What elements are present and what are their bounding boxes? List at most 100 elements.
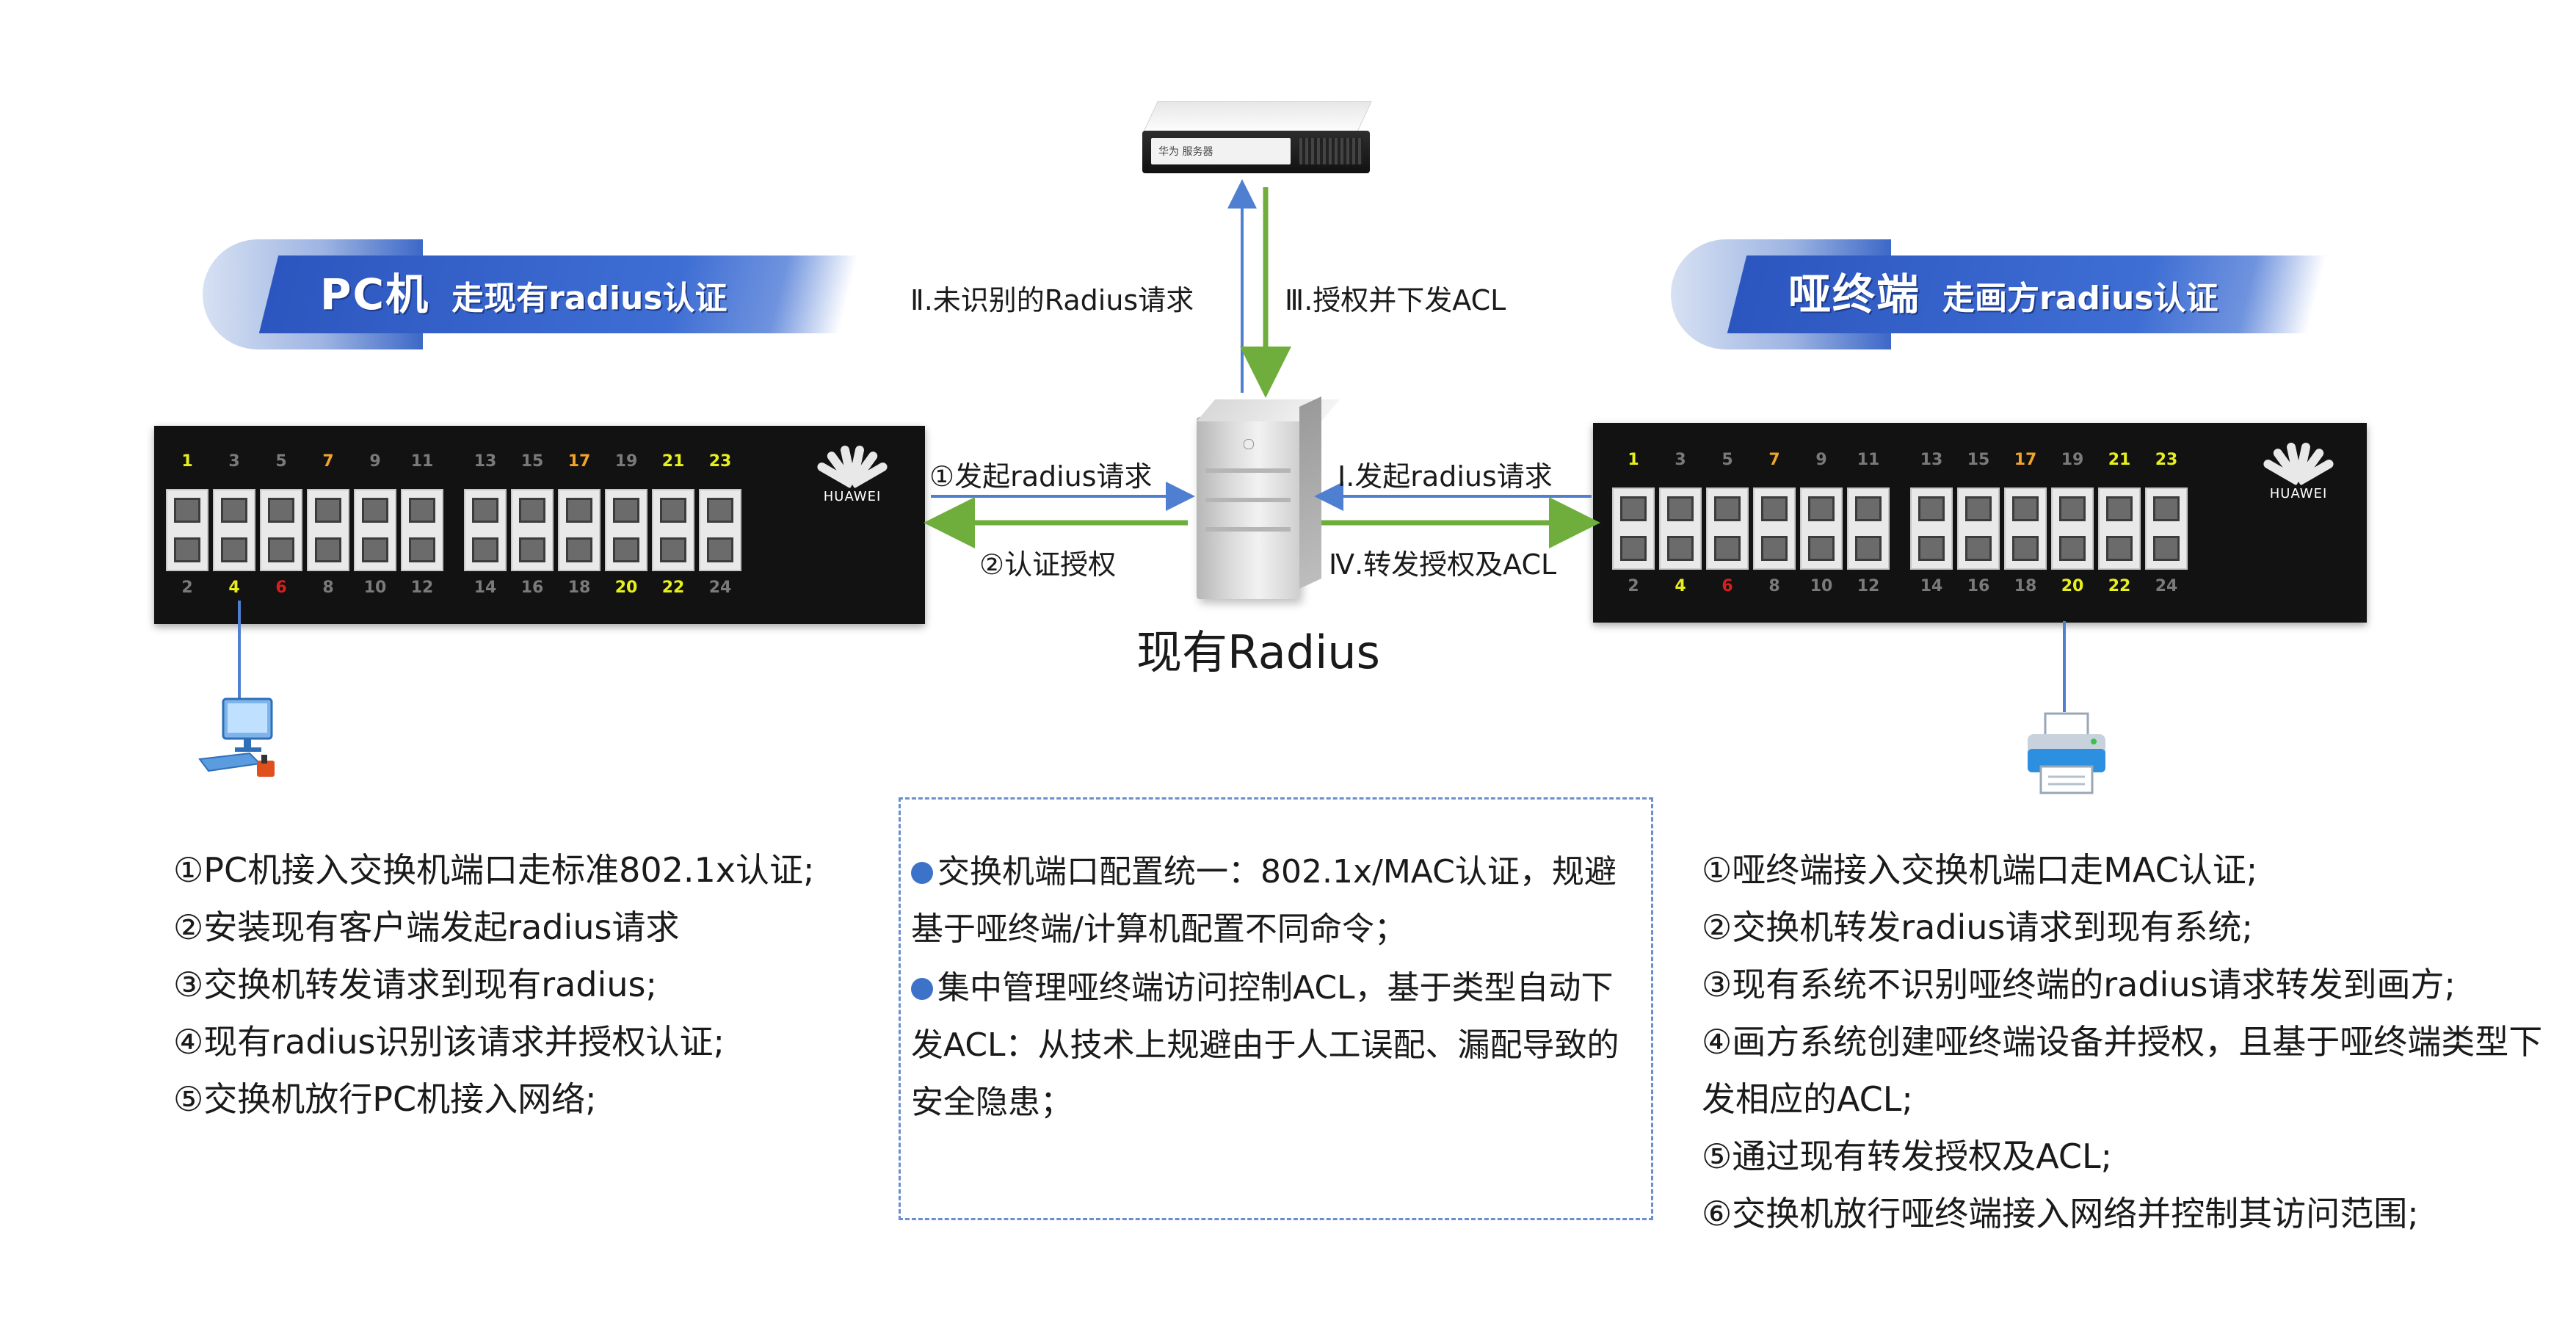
port-number: 21	[661, 452, 685, 471]
summary-point-2-text: 集中管理哑终端访问控制ACL，基于类型自动下发ACL：从技术上规避由于人工误配、…	[911, 969, 1619, 1121]
port-number: 2	[1628, 577, 1639, 595]
port-number: 5	[1721, 451, 1733, 469]
summary-box: 交换机端口配置统一：802.1x/MAC认证，规避基于哑终端/计算机配置不同命令…	[899, 797, 1653, 1220]
port-number: 20	[614, 579, 638, 597]
port-number: 7	[1768, 451, 1780, 469]
ethernet-port	[1847, 487, 1890, 570]
huawei-logo-icon: HUAWEI	[812, 442, 893, 504]
port-number: 15	[1967, 451, 1990, 469]
list-item: ④画方系统创建哑终端设备并授权，且基于哑终端类型下发相应的ACL;	[1702, 1022, 2543, 1119]
ethernet-port	[307, 489, 349, 571]
huawei-logo-label: HUAWEI	[823, 489, 882, 504]
port-row	[1612, 487, 2192, 570]
port-number: 24	[708, 579, 732, 597]
ethernet-port	[2051, 487, 2094, 570]
label-left-auth: ②认证授权	[979, 548, 1117, 581]
port-number: 9	[1815, 451, 1827, 469]
port-number: 17	[567, 452, 591, 471]
port-number: 24	[2155, 577, 2178, 595]
port-number: 1	[1628, 451, 1639, 469]
dumb-terminal-banner-title: 哑终端	[1788, 269, 1921, 319]
port-number: 1	[181, 452, 193, 471]
port-number: 20	[2061, 577, 2084, 595]
huawei-logo-label: HUAWEI	[2269, 486, 2328, 501]
dumb-terminal-banner: 哑终端走画方radius认证	[1671, 239, 2327, 349]
port-number: 10	[363, 579, 387, 597]
ethernet-port	[1957, 487, 2000, 570]
label-right-forward: Ⅳ.转发授权及ACL	[1329, 548, 1557, 581]
list-item: ①PC机接入交换机端口走标准802.1x认证;	[173, 850, 815, 890]
huawei-logo-icon: HUAWEI	[2258, 439, 2339, 501]
rack-server-vent	[1299, 138, 1363, 164]
port-number: 19	[614, 452, 638, 471]
port-number: 22	[2108, 577, 2131, 595]
port-number: 8	[322, 579, 334, 597]
port-number: 6	[1721, 577, 1733, 595]
pc-computer-icon	[198, 697, 275, 777]
ethernet-port	[699, 489, 741, 571]
ethernet-port	[464, 489, 507, 571]
ethernet-port	[401, 489, 443, 571]
port-number: 15	[520, 452, 544, 471]
port-number: 13	[474, 452, 497, 471]
port-number: 16	[1967, 577, 1990, 595]
ethernet-port	[354, 489, 396, 571]
port-number: 7	[322, 452, 334, 471]
rack-server-label: 华为 服务器	[1158, 146, 1213, 158]
ethernet-port	[605, 489, 647, 571]
label-server-up: Ⅱ.未识别的Radius请求	[910, 284, 1194, 316]
pc-banner: PC机走现有radius认证	[203, 239, 859, 349]
port-number: 6	[275, 579, 287, 597]
port-number: 12	[410, 579, 434, 597]
port-number: 11	[1857, 451, 1880, 469]
ethernet-port	[1659, 487, 1702, 570]
tower-bay	[1205, 498, 1291, 502]
port-number: 11	[410, 452, 434, 471]
pc-banner-subtitle: 走现有radius认证	[451, 280, 728, 317]
port-number: 3	[1675, 451, 1686, 469]
list-item: ③现有系统不识别哑终端的radius请求转发到画方;	[1702, 965, 2456, 1004]
radius-server-title: 现有Radius	[1136, 626, 1380, 679]
port-number: 18	[2014, 577, 2037, 595]
dumb-terminal-steps-list: ①哑终端接入交换机端口走MAC认证; ②交换机转发radius请求到现有系统; …	[1702, 841, 2561, 1242]
port-number: 9	[369, 452, 381, 471]
ethernet-port	[2098, 487, 2141, 570]
port-number: 18	[567, 579, 591, 597]
ethernet-port	[1612, 487, 1655, 570]
port-number: 14	[474, 579, 497, 597]
list-item: ⑤交换机放行PC机接入网络;	[173, 1079, 597, 1119]
rack-server-nameplate: 华为 服务器	[1151, 138, 1291, 164]
port-number: 12	[1857, 577, 1880, 595]
port-number: 23	[708, 452, 732, 471]
ethernet-port	[260, 489, 302, 571]
pc-banner-title: PC机	[320, 269, 430, 319]
tower-bay	[1205, 527, 1291, 532]
ethernet-port	[2004, 487, 2047, 570]
label-right-request: Ⅰ.发起radius请求	[1338, 460, 1553, 493]
port-number: 17	[2014, 451, 2037, 469]
summary-point-1: 交换机端口配置统一：802.1x/MAC认证，规避基于哑终端/计算机配置不同命令…	[911, 844, 1638, 958]
list-item: ③交换机转发请求到现有radius;	[173, 965, 657, 1004]
ethernet-port	[1706, 487, 1749, 570]
ethernet-port	[1800, 487, 1843, 570]
summary-point-2: 集中管理哑终端访问控制ACL，基于类型自动下发ACL：从技术上规避由于人工误配、…	[911, 960, 1638, 1131]
list-item: ④现有radius识别该请求并授权认证;	[173, 1022, 725, 1062]
label-left-request: ①发起radius请求	[929, 460, 1153, 493]
label-server-down: Ⅲ.授权并下发ACL	[1285, 284, 1506, 316]
pc-banner-text: PC机走现有radius认证	[320, 261, 728, 327]
ethernet-port	[2145, 487, 2188, 570]
port-number: 21	[2108, 451, 2131, 469]
tower-bay	[1205, 468, 1291, 473]
port-number: 13	[1920, 451, 1943, 469]
list-item: ②交换机转发radius请求到现有系统;	[1702, 907, 2253, 947]
port-number: 4	[1675, 577, 1686, 595]
printer-icon	[2028, 712, 2105, 794]
port-number: 23	[2155, 451, 2178, 469]
ethernet-port	[1910, 487, 1953, 570]
list-item: ②安装现有客户端发起radius请求	[173, 907, 680, 947]
ethernet-port	[511, 489, 554, 571]
port-number: 5	[275, 452, 287, 471]
dumb-terminal-banner-subtitle: 走画方radius认证	[1942, 280, 2218, 317]
